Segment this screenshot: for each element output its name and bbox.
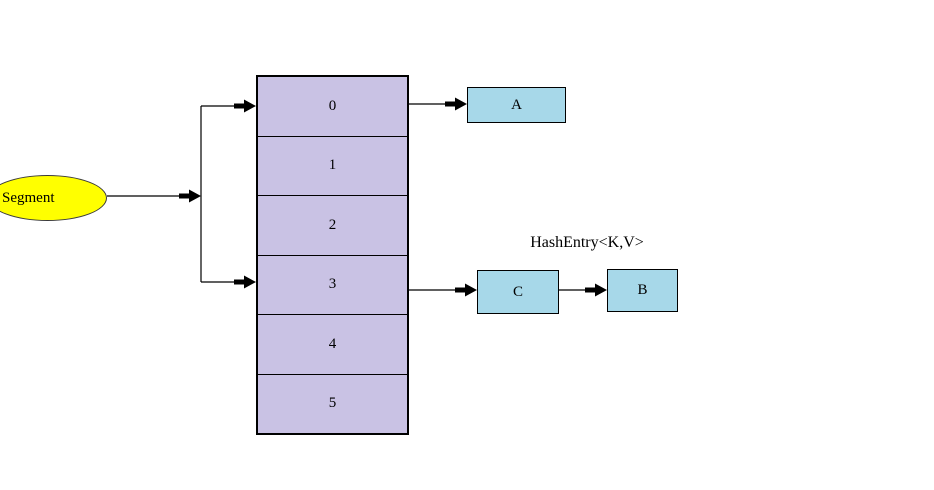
bucket-row-1: 1: [258, 136, 407, 196]
arrow-bucket0-to-node-a: [409, 97, 467, 111]
arrow-segment-to-branch: [107, 189, 201, 203]
segment-ellipse: Segment: [0, 175, 107, 221]
bucket-label-3: 3: [328, 276, 337, 293]
arrow-node-c-to-node-b: [559, 283, 607, 297]
bucket-label-1: 1: [328, 157, 337, 174]
bucket-array: 0 1 2 3 4 5: [256, 75, 409, 435]
entry-node-c: C: [477, 270, 559, 314]
entry-node-a-label: A: [511, 96, 522, 113]
bucket-label-4: 4: [328, 335, 337, 352]
entry-node-a: A: [467, 87, 566, 123]
bucket-row-0: 0: [258, 77, 407, 137]
hashentry-caption: HashEntry<K,V>: [530, 234, 644, 251]
bucket-row-3: 3: [258, 255, 407, 315]
bucket-row-5: 5: [258, 374, 407, 433]
arrow-branch-to-bucket-3: [201, 275, 256, 289]
entry-node-b: B: [607, 269, 678, 312]
entry-node-b-label: B: [637, 282, 648, 298]
bucket-label-2: 2: [328, 216, 337, 233]
bucket-row-2: 2: [258, 196, 407, 256]
entry-node-c-label: C: [512, 283, 523, 300]
arrow-branch-to-bucket-0: [201, 99, 256, 113]
bucket-label-0: 0: [328, 97, 337, 114]
segment-label: Segment: [2, 189, 55, 206]
bucket-label-5: 5: [328, 395, 337, 412]
bucket-row-4: 4: [258, 315, 407, 375]
arrow-bucket3-to-node-c: [409, 283, 477, 297]
